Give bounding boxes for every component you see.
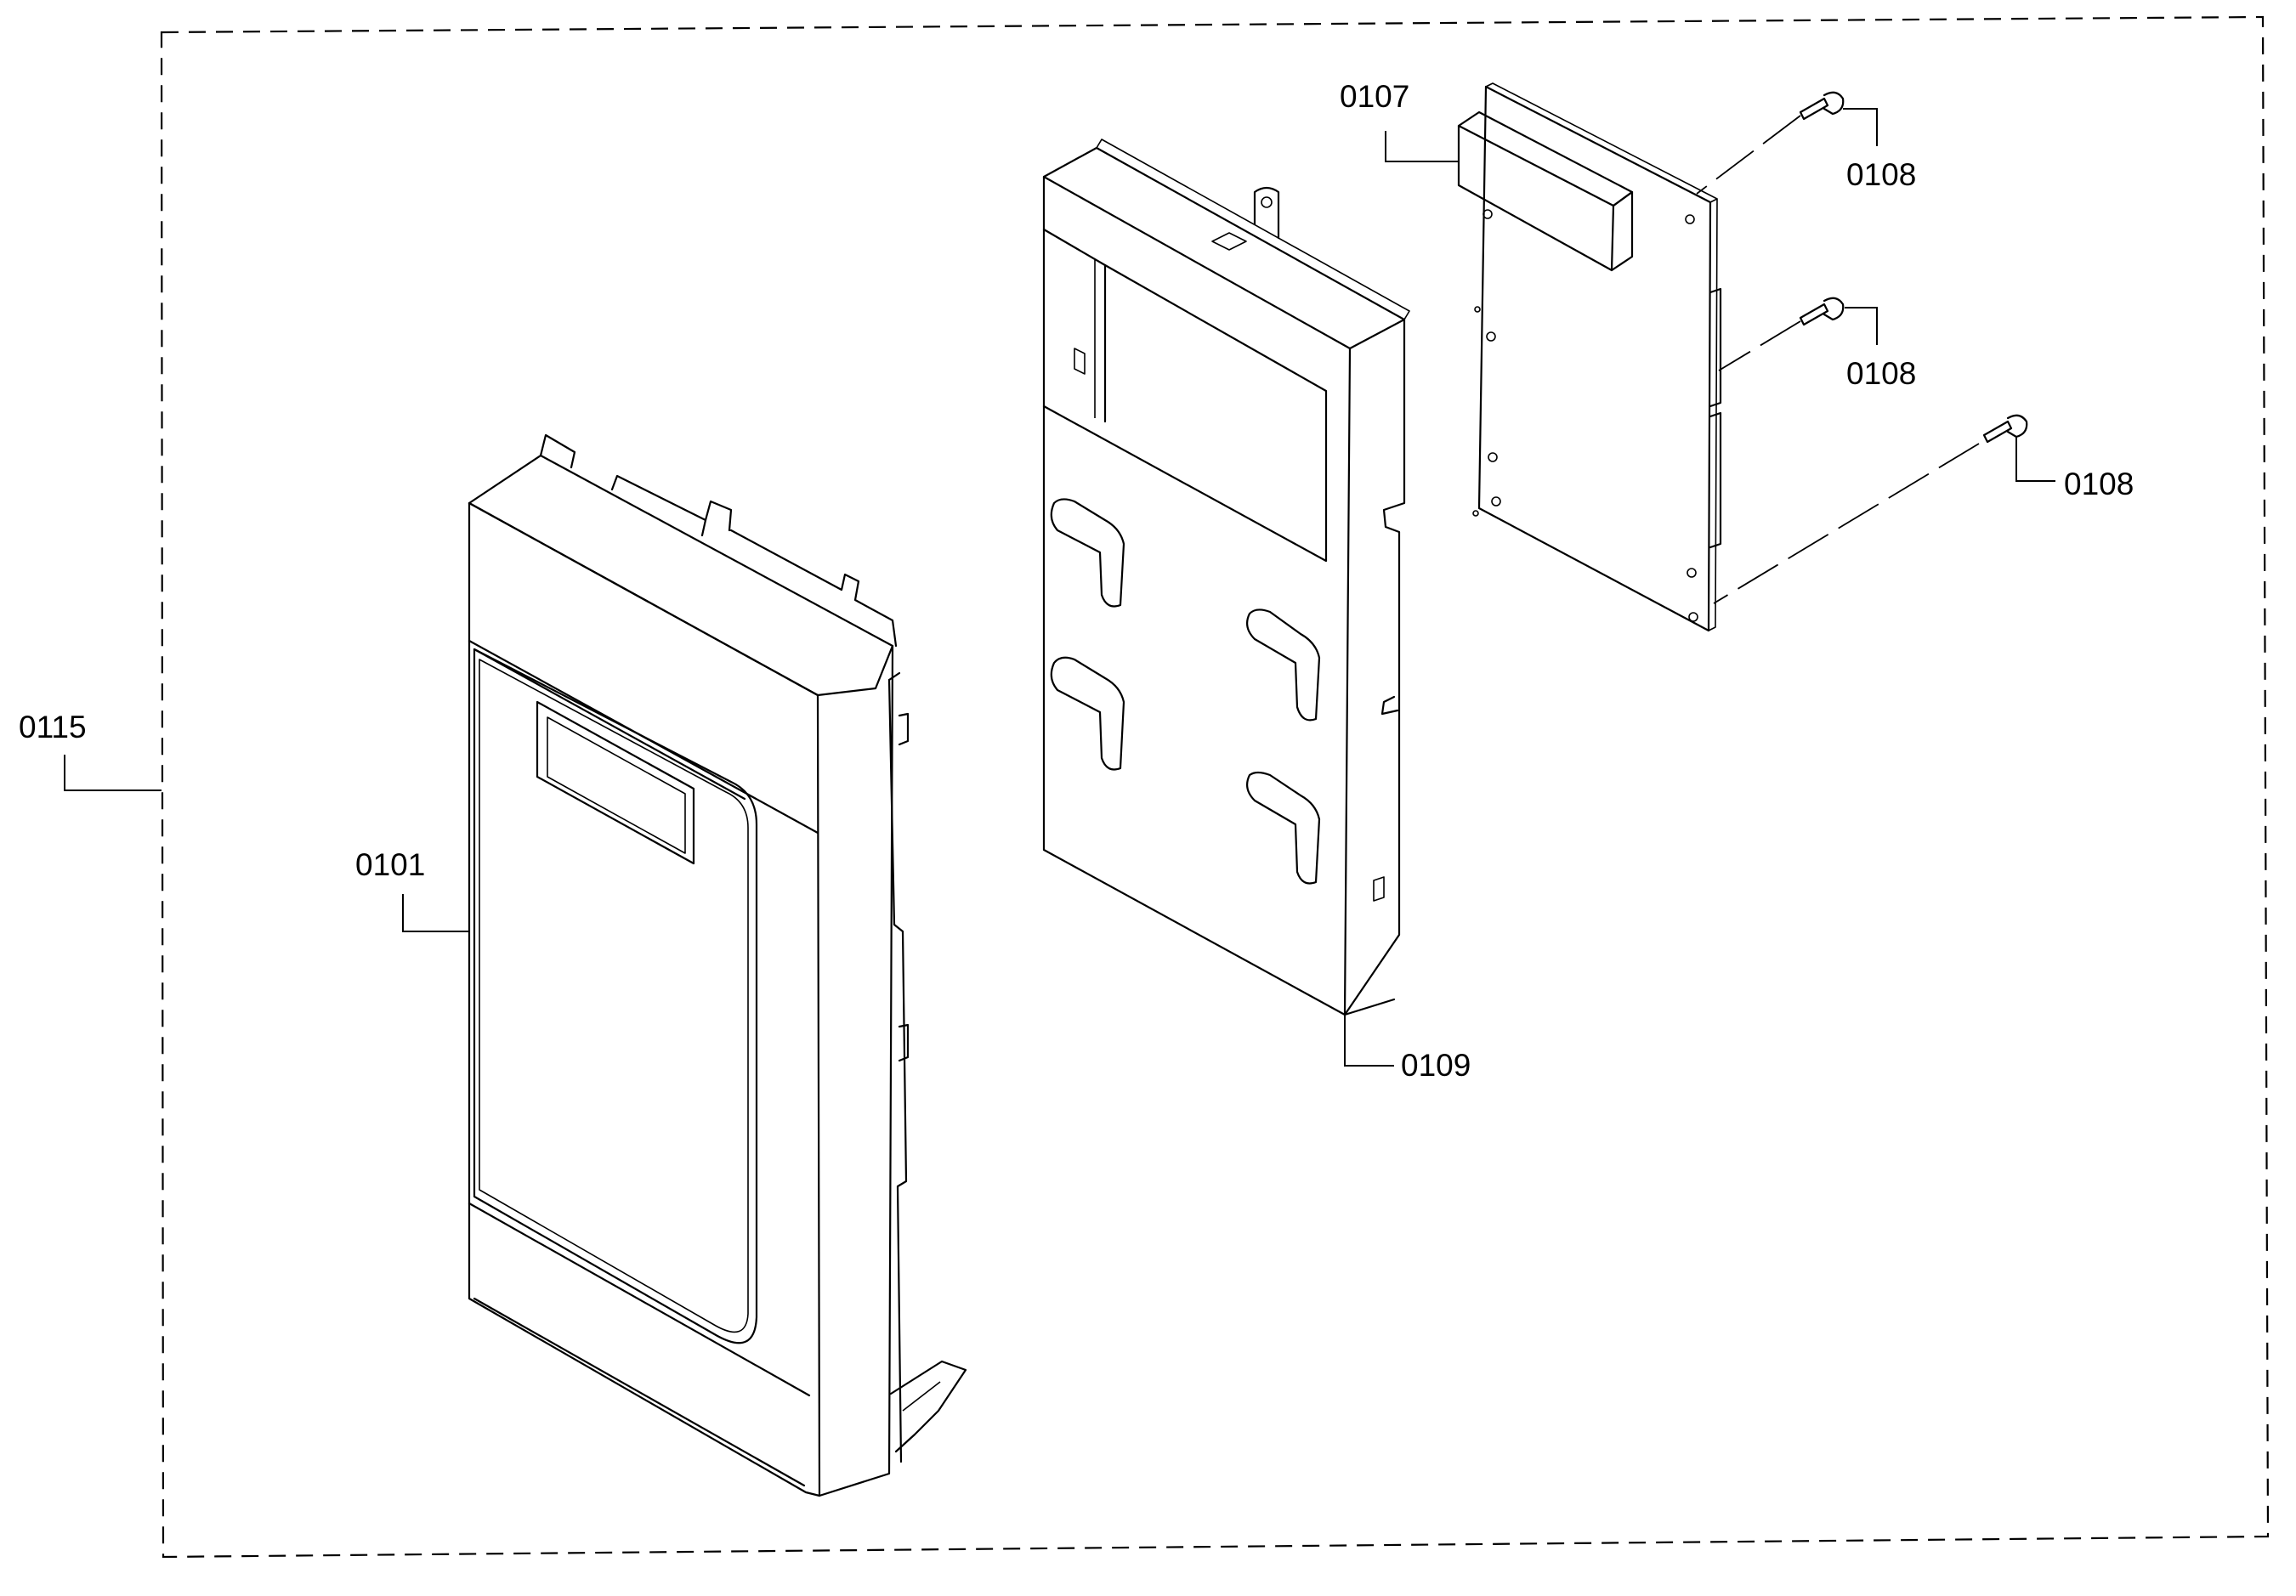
label-0108-top: 0108 <box>1846 157 1916 192</box>
control-module-0107 <box>1457 82 1722 632</box>
label-0107: 0107 <box>1340 79 1409 114</box>
callout-0115: 0115 <box>19 710 162 791</box>
screw-mid <box>1718 297 1845 371</box>
label-0115: 0115 <box>19 710 87 744</box>
front-panel-0101 <box>468 433 967 1497</box>
screw-top <box>1696 91 1845 195</box>
frame-0109 <box>1042 139 1410 1016</box>
label-0108-mid: 0108 <box>1846 356 1916 391</box>
callout-0107: 0107 <box>1340 79 1459 162</box>
label-0108-bottom: 0108 <box>2064 467 2134 501</box>
callout-0108-mid: 0108 <box>1845 307 1916 391</box>
screw-bottom <box>1713 414 2028 604</box>
callout-0109: 0109 <box>1344 1015 1471 1083</box>
assembly-boundary <box>160 15 2270 1559</box>
callout-0101: 0101 <box>355 847 469 932</box>
callout-0108-top: 0108 <box>1843 108 1916 192</box>
label-0109: 0109 <box>1401 1048 1471 1083</box>
label-0101: 0101 <box>355 847 425 882</box>
callout-0108-bottom: 0108 <box>2015 437 2134 501</box>
